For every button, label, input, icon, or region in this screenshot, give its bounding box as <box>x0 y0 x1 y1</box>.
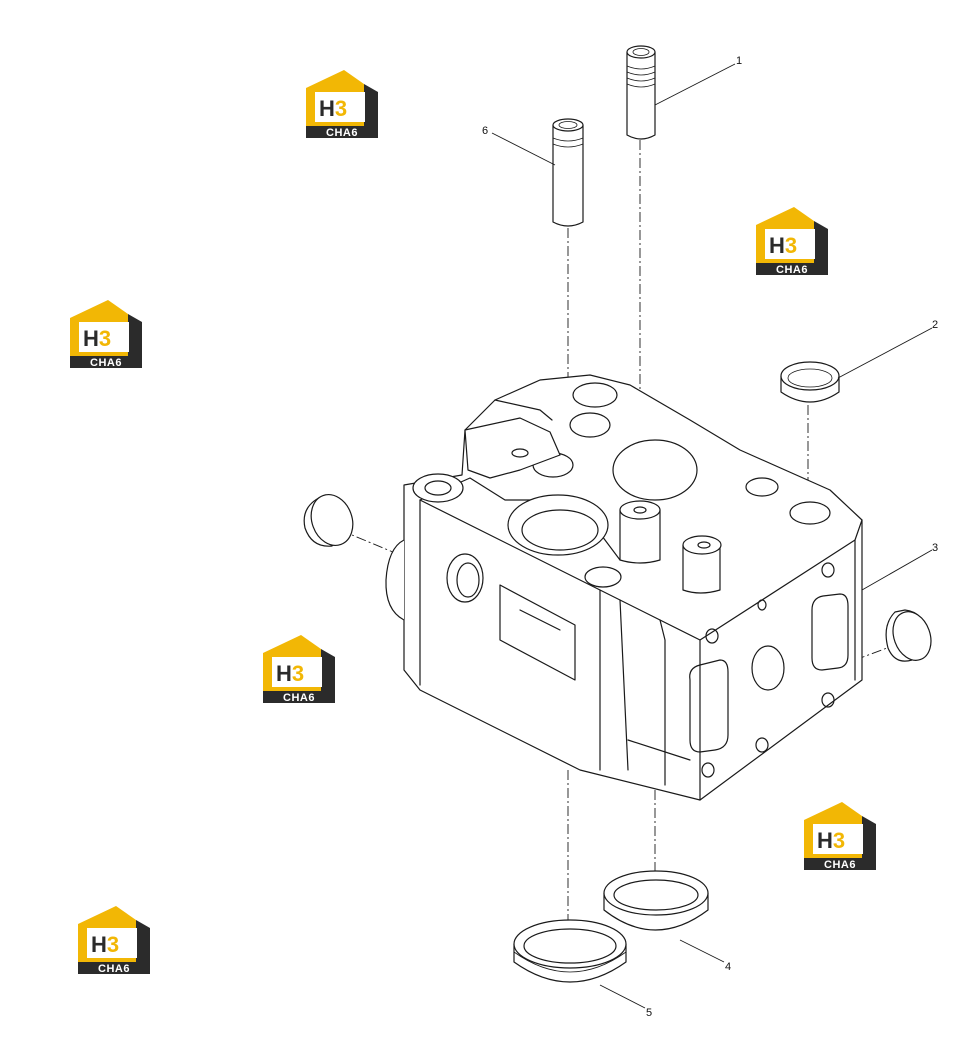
logo-letters: H3 <box>276 661 304 686</box>
callout-3: 3 <box>932 542 938 554</box>
logo-caption: CHA6 <box>98 963 130 975</box>
callout-5: 5 <box>646 1007 652 1019</box>
logo-letters: H3 <box>769 233 797 258</box>
logo-letters: H3 <box>91 932 119 957</box>
part-1-valve-guide <box>626 45 656 140</box>
logo-letters: H3 <box>319 96 347 121</box>
part-3-cylinder-head <box>385 374 863 801</box>
logo-caption: CHA6 <box>824 859 856 871</box>
side-plug-left <box>303 494 354 547</box>
callout-labels: 1 6 2 3 4 5 <box>482 55 938 1019</box>
part-4-seat-ring <box>603 870 709 931</box>
callout-4: 4 <box>725 961 731 973</box>
leader-lines <box>491 63 933 1009</box>
logo-caption: CHA6 <box>326 127 358 139</box>
side-plug-right <box>885 609 932 662</box>
part-5-seat-ring <box>513 919 627 983</box>
callout-1: 1 <box>736 55 742 67</box>
logo-letters: H3 <box>83 326 111 351</box>
logo-caption: CHA6 <box>283 692 315 704</box>
callout-2: 2 <box>932 319 938 331</box>
logo-caption: CHA6 <box>776 264 808 276</box>
logo-letters: H3 <box>817 828 845 853</box>
part-6-valve-guide <box>552 118 584 227</box>
logo-caption: CHA6 <box>90 357 122 369</box>
part-2-plug <box>780 361 840 403</box>
callout-6: 6 <box>482 125 488 137</box>
